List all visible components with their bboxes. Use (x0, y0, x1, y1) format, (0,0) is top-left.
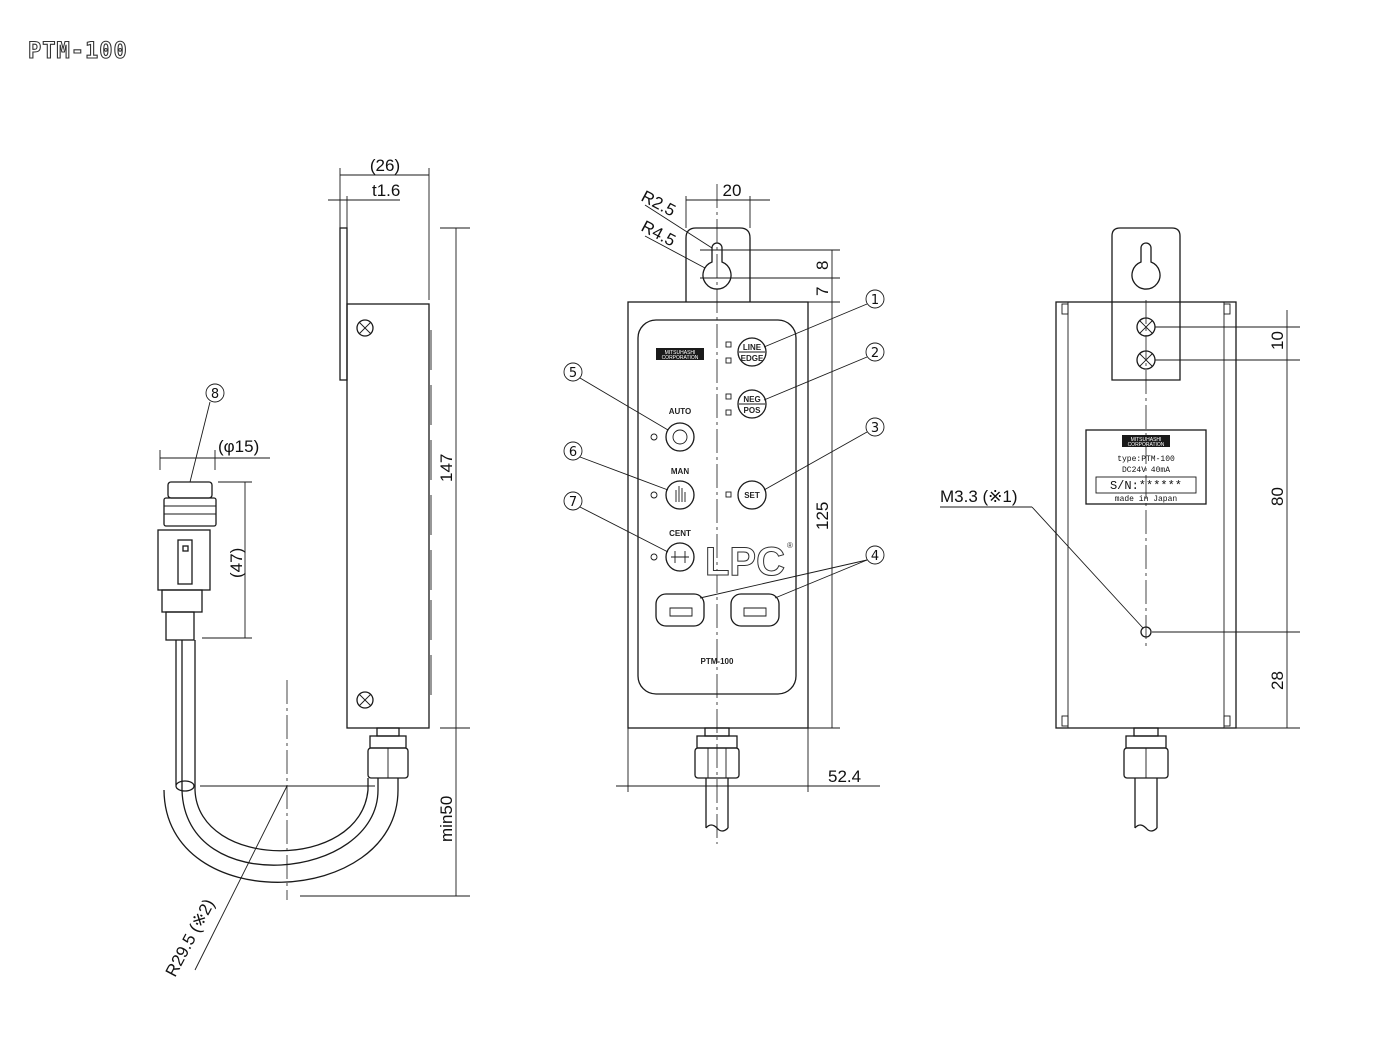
line-edge-button[interactable]: LINE EDGE (725, 337, 767, 367)
side-screw-top (356, 319, 374, 337)
front-brand-line1: MITSUHASHI (665, 350, 696, 356)
nameplate-serial: S/N:****** (1110, 479, 1182, 493)
man-button[interactable] (650, 480, 695, 510)
neg-pos-button[interactable]: NEG POS (725, 389, 767, 419)
label-man: MAN (671, 467, 689, 476)
label-auto: AUTO (669, 407, 692, 416)
nameplate-origin: made in Japan (1115, 495, 1178, 504)
dim-connector-diameter: (φ15) (218, 437, 259, 456)
btn-neg-label: NEG (743, 395, 760, 404)
back-hanger-plate (1111, 227, 1181, 381)
back-cable-gland (1123, 727, 1169, 832)
back-keyhole (1131, 242, 1161, 290)
side-screw-bottom (356, 691, 374, 709)
right-arrow-button[interactable] (730, 593, 780, 627)
dim-plate-thickness: t1.6 (372, 181, 400, 200)
front-keyhole (702, 242, 732, 290)
front-hanger-tab (685, 227, 751, 302)
dim-screw: M3.3 (※1) (940, 487, 1018, 506)
pointing-left-icon (669, 607, 693, 617)
dim-width-overall: (26) (370, 156, 400, 175)
dim-bend-radius: R29.5 (※2) (162, 896, 219, 980)
front-brand-line2: CORPORATION (662, 355, 699, 361)
nameplate-brand-line1: MITSUHASHI (1131, 437, 1162, 443)
btn-set-label: SET (744, 491, 760, 500)
svg-text:5: 5 (569, 366, 577, 381)
cent-button[interactable] (650, 542, 695, 572)
back-view: MITSUHASHI CORPORATION type:PTM-100 DC24… (940, 227, 1300, 832)
svg-text:4: 4 (871, 549, 879, 564)
dim-front-7: 7 (813, 287, 832, 296)
nameplate-rating: DC24V 40mA (1122, 466, 1170, 475)
side-cable-bend (163, 778, 399, 883)
side-mount-plate (339, 227, 348, 381)
svg-text:7: 7 (569, 495, 577, 510)
dim-front-width-top: 20 (723, 181, 742, 200)
front-view: MITSUHASHI CORPORATION LINE EDGE NEG POS… (563, 181, 885, 844)
left-arrow-button[interactable] (655, 593, 705, 627)
side-view: (26) t1.6 147 min50 (φ15) (47) R29.5 (※2… (157, 156, 470, 980)
front-cable-gland (694, 727, 740, 832)
callout-8 (205, 383, 225, 403)
side-body (346, 303, 430, 729)
btn-line-label: LINE (743, 343, 762, 352)
back-screw-hole (1140, 626, 1152, 638)
dim-radius-large: R4.5 (638, 217, 679, 251)
svg-text:3: 3 (871, 421, 879, 436)
callout-8-label: 8 (211, 387, 219, 402)
dim-front-width: 52.4 (828, 767, 861, 786)
dim-connector-length: (47) (227, 548, 246, 578)
side-cable-inner (194, 640, 369, 852)
dim-back-80: 80 (1268, 487, 1287, 506)
panel-model-label: PTM-100 (701, 657, 734, 666)
dim-min-clearance: min50 (437, 796, 456, 842)
dim-radius-small: R2.5 (638, 187, 679, 221)
drawing-title: PTM-100 (28, 39, 128, 64)
btn-edge-label: EDGE (741, 354, 764, 363)
front-callouts: 1 2 3 4 5 6 7 (563, 289, 885, 599)
side-connector (157, 481, 217, 641)
front-brand-badge (656, 348, 704, 360)
side-cable-outer (181, 640, 379, 866)
pointing-right-icon (743, 607, 767, 617)
dim-front-height: 125 (813, 502, 832, 530)
dim-side-height: 147 (437, 454, 456, 482)
set-button[interactable]: SET (725, 480, 767, 510)
dim-back-10: 10 (1268, 331, 1287, 350)
hand-icon (675, 486, 686, 502)
lpc-registered-mark: ® (787, 541, 793, 550)
svg-text:2: 2 (871, 346, 879, 361)
label-cent: CENT (669, 529, 691, 538)
nameplate-type: type:PTM-100 (1117, 455, 1175, 464)
nameplate-brand-line2: CORPORATION (1128, 442, 1165, 448)
nameplate (1085, 429, 1207, 505)
svg-text:6: 6 (569, 445, 577, 460)
lpc-logo: LPC (705, 540, 785, 584)
auto-button[interactable] (650, 422, 695, 452)
dim-front-8: 8 (813, 261, 832, 270)
btn-pos-label: POS (744, 406, 762, 415)
svg-text:1: 1 (871, 293, 879, 308)
dim-back-28: 28 (1268, 671, 1287, 690)
side-cable-gland (367, 727, 409, 779)
